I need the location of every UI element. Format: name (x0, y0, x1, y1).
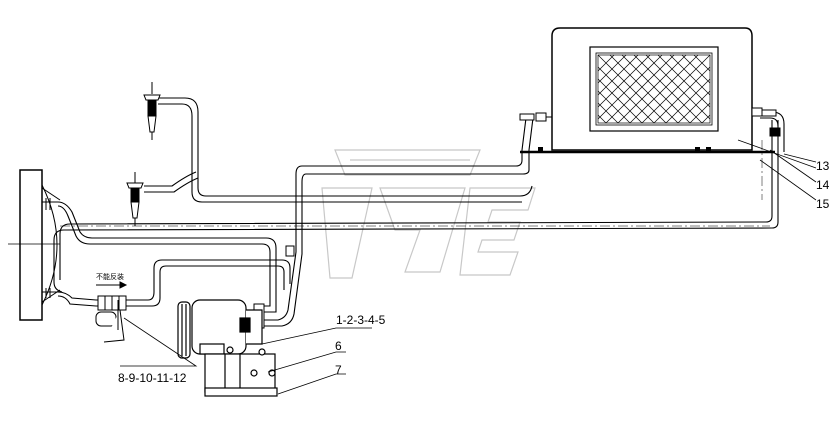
leader-lines (120, 139, 817, 395)
evaporator-core-mesh (597, 54, 711, 124)
flow-note: 不能反装 (96, 272, 124, 281)
expansion-valve-lower (126, 172, 144, 226)
mounting-bolts (538, 147, 711, 152)
callout-6: 6 (335, 339, 342, 353)
receiver-drier (95, 295, 127, 343)
center-lines (60, 140, 770, 227)
compressor (177, 299, 263, 359)
callout-14: 14 (816, 178, 830, 192)
engine-block (8, 169, 61, 321)
callout-13: 13 (816, 159, 830, 173)
callout-8-12: 8-9-10-11-12 (118, 371, 187, 385)
flow-direction-arrow (96, 281, 128, 289)
evaporator-fitting-right (751, 107, 781, 137)
callout-15: 15 (816, 197, 830, 211)
refrigerant-lines (53, 97, 785, 327)
compressor-bracket (204, 346, 278, 397)
engine-fitting-lower (42, 288, 58, 298)
evaporator-fitting-left (519, 112, 552, 122)
expansion-valve-upper (143, 82, 161, 140)
callout-7: 7 (335, 363, 342, 377)
watermark-logo (321, 149, 536, 279)
engine-fitting-upper (42, 198, 58, 210)
callout-1-5: 1-2-3-4-5 (336, 313, 386, 327)
